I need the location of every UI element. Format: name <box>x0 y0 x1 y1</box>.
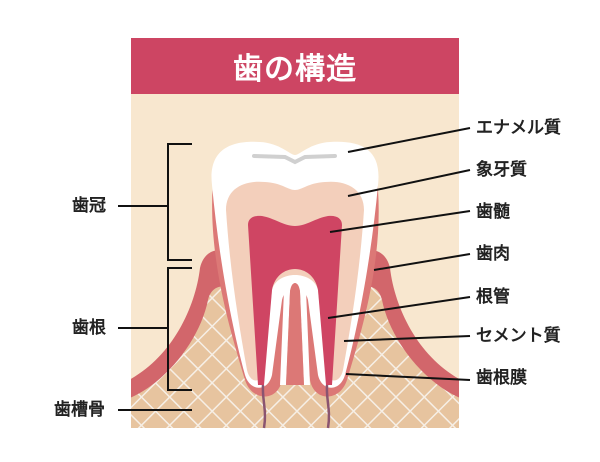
label-gingiva: 歯肉 <box>476 244 510 264</box>
label-alveolar-bone: 歯槽骨 <box>54 400 105 420</box>
inner-arch <box>280 275 310 385</box>
nerve-right <box>325 384 331 429</box>
label-enamel: エナメル質 <box>476 118 561 138</box>
crown-bracket <box>118 143 192 261</box>
cementum-leader <box>343 335 471 342</box>
root-bracket <box>118 267 192 391</box>
enamel-leader <box>347 127 471 153</box>
label-crown: 歯冠 <box>72 196 106 216</box>
title-bar: 歯の構造 <box>131 38 459 94</box>
label-cementum: セメント質 <box>476 326 561 346</box>
dentin-leader <box>347 169 471 197</box>
occlusal-groove <box>252 154 337 165</box>
label-dentin: 象牙質 <box>476 160 527 180</box>
pulp-shape <box>248 215 342 385</box>
label-periodontal-ligament: 歯根膜 <box>476 368 527 388</box>
nerve-left <box>261 384 267 429</box>
page-title: 歯の構造 <box>233 52 357 87</box>
label-pulp: 歯髄 <box>476 202 510 222</box>
periodontal-ligament-leader <box>345 373 471 381</box>
root-canal-leader <box>327 296 471 319</box>
gingiva-leader <box>373 253 471 271</box>
alveolar-bone-shape <box>131 286 236 428</box>
label-root-canal: 根管 <box>476 287 510 307</box>
pulp-leader <box>329 210 471 233</box>
label-root: 歯根 <box>72 318 106 338</box>
